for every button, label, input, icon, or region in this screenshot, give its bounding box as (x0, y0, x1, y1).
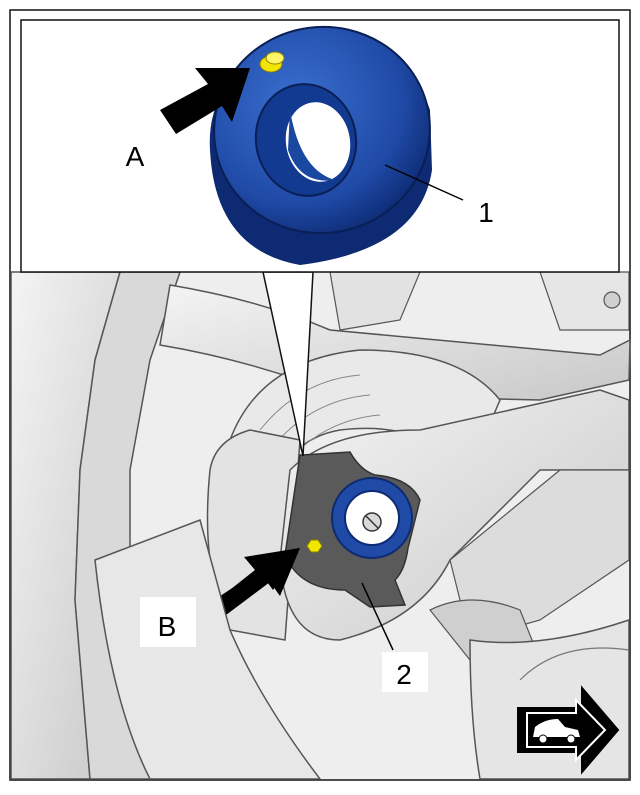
callout-label-b: B (158, 611, 177, 642)
bolt-head-upper-right (603, 291, 621, 309)
lower-right-frame (469, 618, 630, 780)
leader-line-2 (361, 582, 394, 651)
callout-label-a: A (126, 141, 145, 172)
part-label-1: 1 (478, 197, 494, 228)
part-label-2: 2 (396, 659, 412, 690)
lower-right-edge (519, 647, 630, 681)
inset-panel (20, 19, 620, 273)
lower-left-bracket (94, 519, 322, 780)
arrow-b-pointer (205, 548, 300, 618)
arrow-a-pointer (160, 68, 250, 134)
alignment-mark-a-top (265, 51, 285, 65)
label-b-box (140, 597, 196, 647)
label-2-box (382, 652, 428, 692)
vehicle-forward-arrow-icon (517, 685, 620, 775)
leader-line-1 (384, 164, 464, 201)
bolt-slot (365, 515, 379, 529)
alignment-mark-b (306, 539, 323, 553)
suspension-scene (10, 271, 631, 780)
bore-inner-shadow (288, 110, 335, 181)
